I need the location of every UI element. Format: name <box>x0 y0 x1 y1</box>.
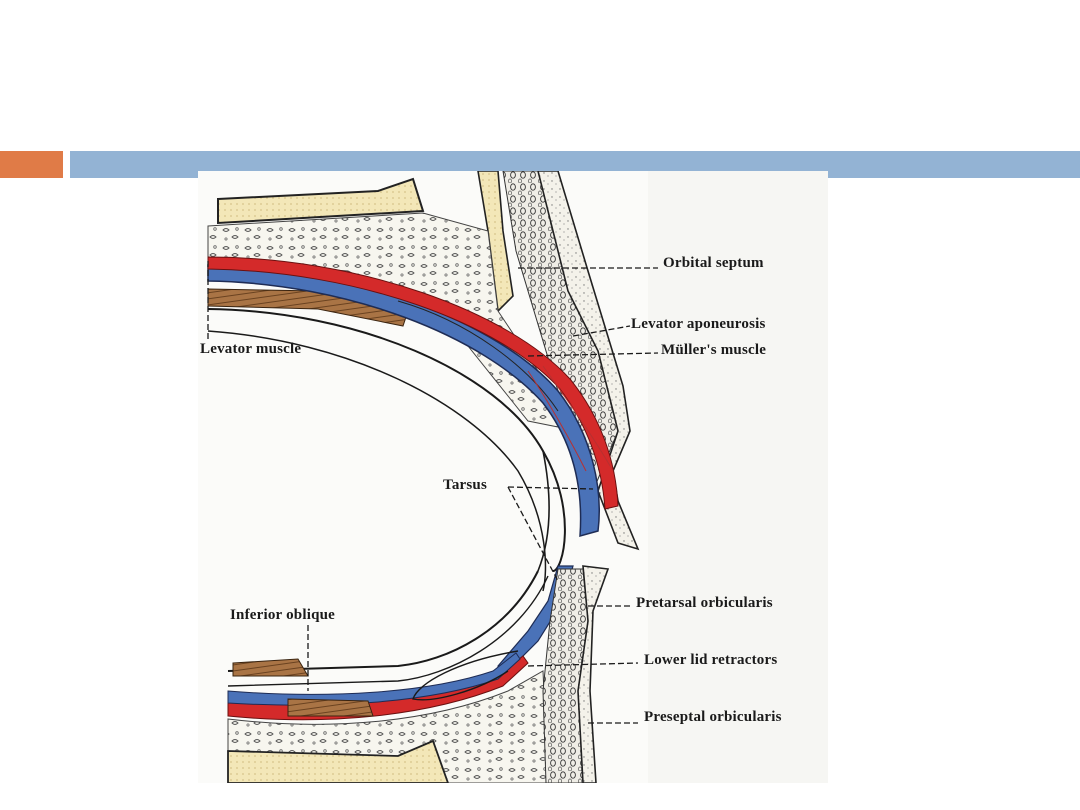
label-preseptal-orbicularis: Preseptal orbicularis <box>644 709 782 725</box>
upper-orbital-bone <box>217 177 425 225</box>
red-fibers <box>542 365 614 472</box>
label-inferior-oblique: Inferior oblique <box>230 607 336 623</box>
muller-muscle-line <box>397 300 559 412</box>
inferior-oblique-muscle <box>232 658 309 677</box>
leader-muller-muscle <box>527 352 659 357</box>
inferior-oblique-belly <box>287 698 374 717</box>
label-lower-lid-retractors: Lower lid retractors <box>644 652 778 668</box>
leader-tarsus <box>507 486 594 490</box>
red-fibers <box>527 370 587 472</box>
globe-outline <box>207 308 566 572</box>
label-pretarsal-orbicularis: Pretarsal orbicularis <box>636 595 773 611</box>
lower-eyelid-skin <box>577 565 610 783</box>
leader-levator-aponeurosis <box>572 325 631 337</box>
label-levator-aponeurosis: Levator aponeurosis <box>631 316 766 332</box>
lower-globe-outline <box>227 570 539 672</box>
accent-block <box>0 151 63 178</box>
sclera-outline <box>207 330 547 592</box>
eyelid-anatomy-figure: Orbital septum Levator aponeurosis Mülle… <box>198 171 828 783</box>
eyelid-cross-section-drawing <box>207 171 828 783</box>
upper-eyelid-skin <box>537 171 640 551</box>
lower-sclera-outline <box>227 575 549 687</box>
label-orbital-septum: Orbital septum <box>663 255 764 271</box>
label-levator-muscle: Levator muscle <box>200 341 302 357</box>
label-tarsus: Tarsus <box>443 477 488 493</box>
lower-conjunctival-fold <box>412 650 519 701</box>
faded-background-area <box>648 171 828 783</box>
cornea-curve <box>537 450 550 572</box>
leader-lines <box>207 261 659 724</box>
label-muller-muscle: Müller's muscle <box>661 342 767 358</box>
orbital-septum-band <box>207 256 619 510</box>
leader-lower-lid-retractors <box>527 662 639 667</box>
lower-orbital-bone <box>227 739 449 783</box>
